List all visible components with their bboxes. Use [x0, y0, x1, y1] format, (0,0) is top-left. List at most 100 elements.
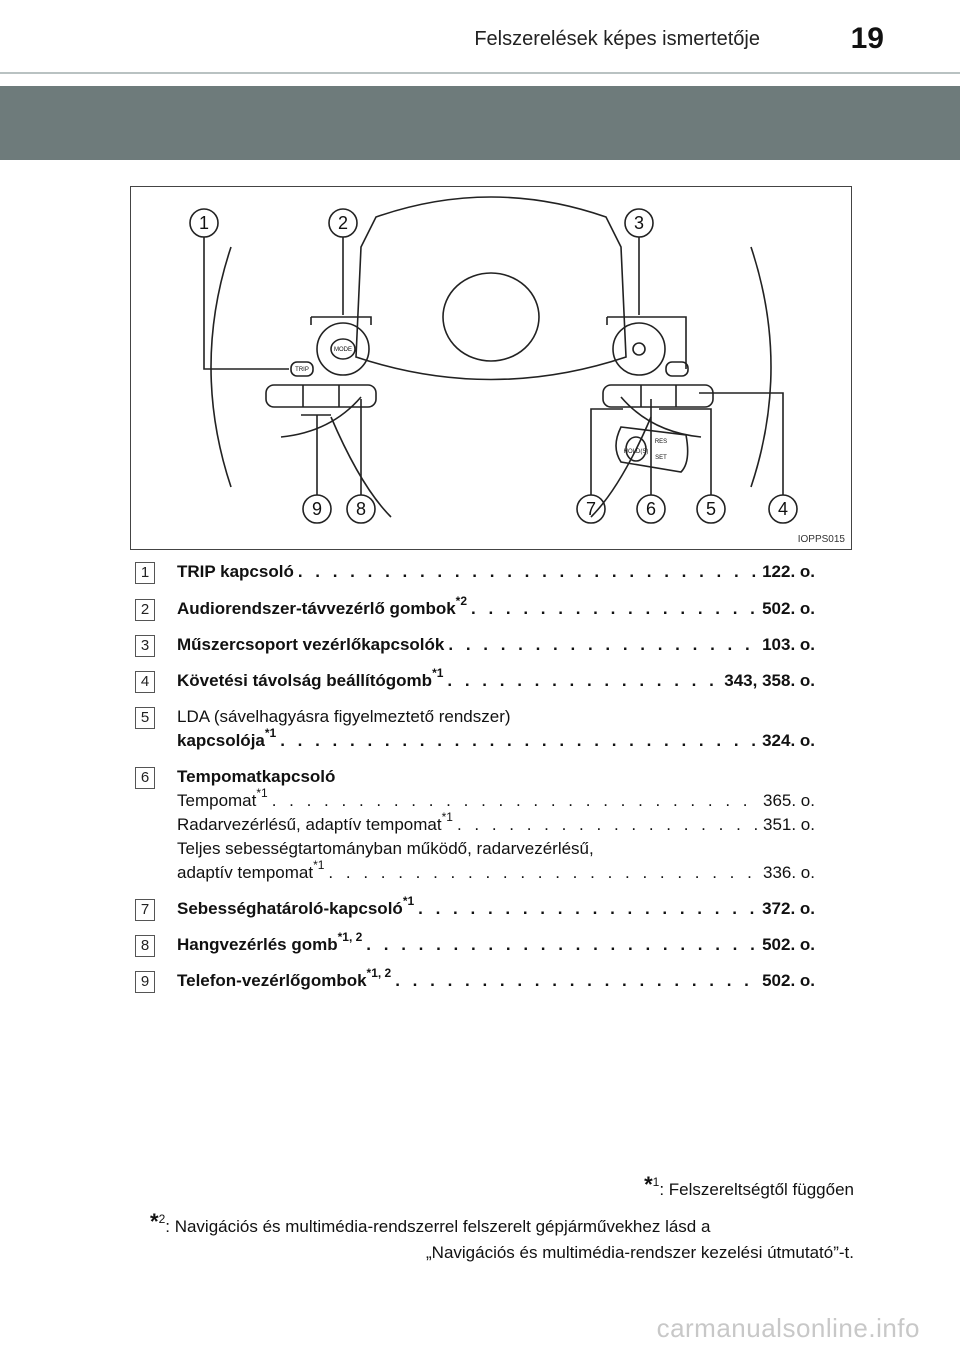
footnote-text-continued: „Navigációs és multimédia-rendszer kezel… — [426, 1243, 854, 1262]
leader-dots: . . . . . . . . . . . . . . . . . . . . … — [471, 599, 759, 618]
section-title: Felszerelések képes ismertetője — [474, 28, 760, 50]
callout-label: 6 — [646, 499, 656, 519]
footnote-marker: *1 — [441, 810, 453, 825]
callout-label: 5 — [706, 499, 716, 519]
list-item: 2 Audiorendszer-távvezérlő gombok*2 . . … — [135, 594, 815, 633]
watermark: carmanualsonline.info — [656, 1313, 920, 1343]
footnote-star: * — [150, 1209, 159, 1234]
callout-label: 2 — [338, 213, 348, 233]
header-band — [0, 86, 960, 160]
item-page-ref: 122. o. — [762, 562, 815, 581]
item-label: TRIP kapcsoló — [177, 562, 294, 581]
hold-lever-label: HOLD(S) — [624, 449, 649, 455]
footnote-marker: *1 — [256, 786, 268, 801]
item-label: Követési távolság beállítógomb — [177, 671, 433, 690]
footnote-text: : Navigációs és multimédia-rendszerrel f… — [165, 1217, 711, 1236]
item-page-ref: 103. o. — [762, 635, 815, 654]
item-number: 6 — [135, 767, 155, 789]
leader-dots: . . . . . . . . . . . . . . . . . . . . … — [297, 562, 758, 581]
footnote-text: : Felszereltségtől függően — [659, 1180, 854, 1199]
footnote-marker: *1 — [313, 858, 325, 873]
list-item: 7 Sebességhatároló-kapcsoló*1 . . . . . … — [135, 894, 815, 933]
footnote-1: *1: Felszereltségtől függően — [150, 1172, 854, 1203]
footnote-marker: *1 — [432, 666, 444, 681]
item-number: 5 — [135, 707, 155, 729]
item-label: kapcsolója — [177, 731, 265, 750]
list-item: 4 Követési távolság beállítógomb*1 . . .… — [135, 666, 815, 705]
sub-item-label: adaptív tempomat — [177, 863, 314, 882]
page-number: 19 — [850, 22, 884, 55]
item-page-ref: 343, 358. o. — [724, 671, 815, 690]
leader-dots: . . . . . . . . . . . . . . . . . . . . … — [448, 635, 758, 654]
item-number: 7 — [135, 899, 155, 921]
leader-dots: . . . . . . . . . . . . . . . . . . . . … — [271, 791, 759, 810]
item-heading: Tempomatkapcsoló — [177, 767, 336, 786]
item-number: 8 — [135, 935, 155, 957]
footnote-marker: *2 — [455, 594, 468, 609]
callout-label: 9 — [312, 499, 322, 519]
list-item: 3 Műszercsoport vezérlőkapcsolók . . . .… — [135, 633, 815, 669]
trip-button-label: TRIP — [295, 367, 309, 373]
leader-dots: . . . . . . . . . . . . . . . . . . . . … — [366, 935, 759, 954]
item-label: Telefon-vezérlőgombok — [177, 971, 367, 990]
item-label-line1: LDA (sávelhagyásra figyelmeztető rendsze… — [177, 707, 511, 726]
res-lever-label: RES — [655, 439, 667, 445]
sub-item-label: Tempomat — [177, 791, 257, 810]
sub-item-page-ref: 365. o. — [763, 791, 815, 810]
footnote-marker: *1, 2 — [366, 966, 392, 981]
leader-dots: . . . . . . . . . . . . . . . . . . . . … — [418, 899, 759, 918]
sub-item: Tempomat*1 . . . . . . . . . . . . . . .… — [177, 786, 815, 813]
leader-dots: . . . . . . . . . . . . . . . . . . . . … — [395, 971, 758, 990]
item-list: 1 TRIP kapcsoló . . . . . . . . . . . . … — [135, 560, 815, 1005]
header-rule — [0, 72, 960, 74]
leader-dots: . . . . . . . . . . . . . . . . . . . . … — [456, 815, 759, 834]
leader-dots: . . . . . . . . . . . . . . . . . . . . … — [280, 731, 758, 750]
item-page-ref: 502. o. — [762, 935, 815, 954]
footnote-number: 1 — [652, 1175, 660, 1190]
callout-label: 8 — [356, 499, 366, 519]
sub-item-page-ref: 336. o. — [763, 863, 815, 882]
list-item: 1 TRIP kapcsoló . . . . . . . . . . . . … — [135, 560, 815, 597]
leader-dots: . . . . . . . . . . . . . . . . . . . . … — [447, 671, 720, 690]
page-header: Felszerelések képes ismertetője 19 — [0, 18, 960, 58]
item-label: Sebességhatároló-kapcsoló — [177, 899, 403, 918]
item-number: 4 — [135, 671, 155, 693]
item-page-ref: 502. o. — [762, 599, 815, 618]
list-item: 6 Tempomatkapcsoló Tempomat*1 . . . . . … — [135, 765, 815, 897]
item-number: 1 — [135, 562, 155, 584]
footnote-marker: *1, 2 — [337, 930, 363, 945]
list-item: 5 LDA (sávelhagyásra figyelmeztető rends… — [135, 705, 815, 765]
item-label: Audiorendszer-távvezérlő gombok — [177, 599, 456, 618]
sub-item-label: Radarvezérlésű, adaptív tempomat — [177, 815, 442, 834]
item-number: 2 — [135, 599, 155, 621]
footnote-star: * — [644, 1172, 653, 1197]
sub-item-label-line1: Teljes sebességtartományban működő, rada… — [177, 839, 594, 858]
callout-label: 4 — [778, 499, 788, 519]
sub-item-page-ref: 351. o. — [763, 815, 815, 834]
callout-label: 7 — [586, 499, 596, 519]
footnote-2: *2: Navigációs és multimédia-rendszerrel… — [150, 1209, 854, 1266]
list-item: 8 Hangvezérlés gomb*1, 2 . . . . . . . .… — [135, 930, 815, 969]
footnotes: *1: Felszereltségtől függően *2: Navigác… — [150, 1172, 854, 1266]
mode-button-label: MODE — [334, 347, 352, 353]
item-label: Műszercsoport vezérlőkapcsolók — [177, 635, 445, 654]
steering-wheel-illustration: 1 2 3 4 5 6 7 8 9 MODE TRIP RES SET HOLD… — [189, 196, 798, 524]
callout-label: 1 — [199, 213, 209, 233]
item-page-ref: 502. o. — [762, 971, 815, 990]
item-label: Hangvezérlés gomb — [177, 935, 338, 954]
figure-code: IOPPS015 — [797, 534, 845, 545]
set-lever-label: SET — [655, 455, 667, 461]
item-page-ref: 372. o. — [762, 899, 815, 918]
item-page-ref: 324. o. — [762, 731, 815, 750]
footnote-marker: *1 — [264, 726, 277, 741]
callout-label: 3 — [634, 213, 644, 233]
sub-item: Radarvezérlésű, adaptív tempomat*1 . . .… — [177, 810, 815, 837]
list-item: 9 Telefon-vezérlőgombok*1, 2 . . . . . .… — [135, 966, 815, 1005]
item-number: 9 — [135, 971, 155, 993]
footnote-number: 2 — [158, 1212, 166, 1227]
leader-dots: . . . . . . . . . . . . . . . . . . . . … — [328, 863, 759, 882]
footnote-marker: *1 — [402, 894, 415, 909]
steering-wheel-figure: 1 2 3 4 5 6 7 8 9 MODE TRIP RES SET HOLD… — [130, 186, 852, 550]
item-number: 3 — [135, 635, 155, 657]
sub-item: adaptív tempomat*1 . . . . . . . . . . .… — [177, 858, 815, 885]
